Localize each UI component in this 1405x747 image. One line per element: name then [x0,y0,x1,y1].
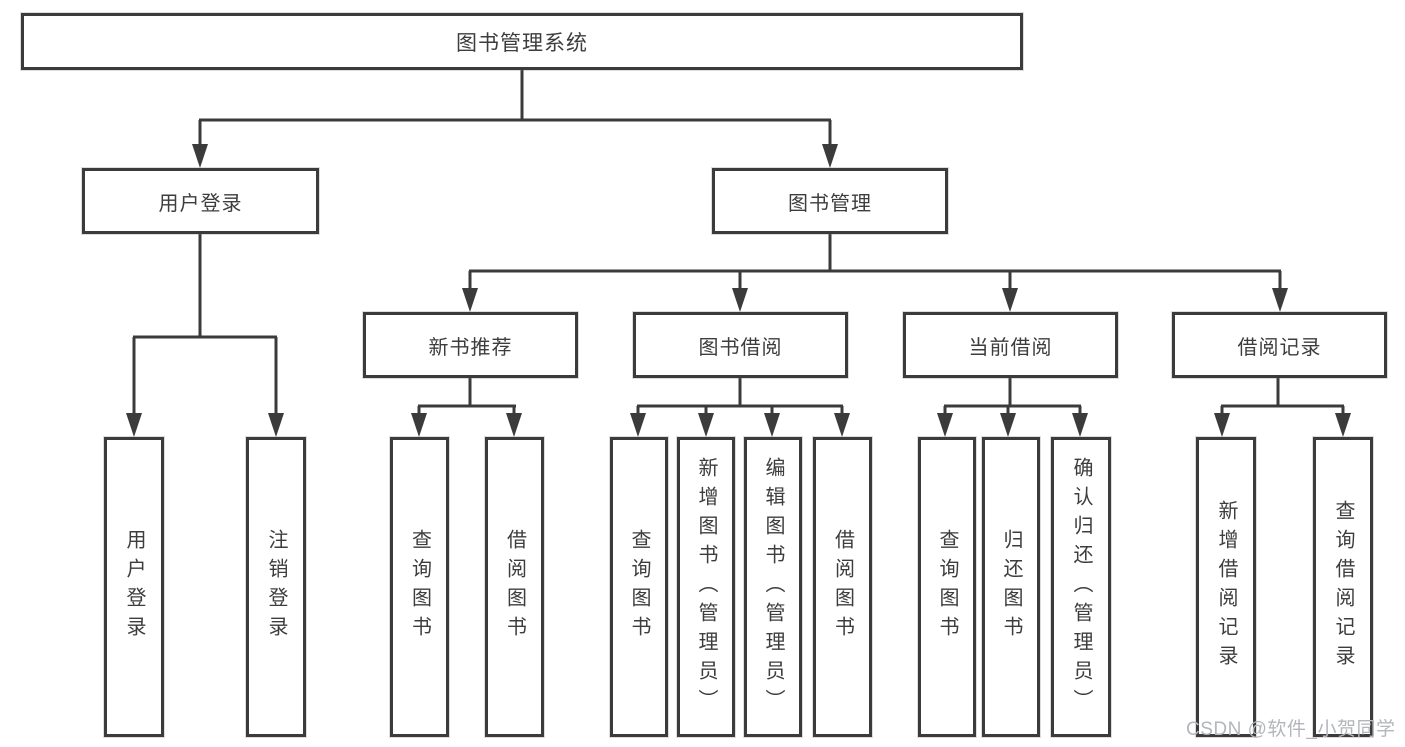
node-user-login-label: 用户登录 [158,192,243,215]
leaf-current-confirm-return-admin: 确认归还（管理员） [1051,437,1111,737]
leaf-records-query-record: 查询借阅记录 [1313,437,1373,737]
leaf-current-query-books: 查询图书 [918,437,976,737]
leaf-current-confirm-return-admin-label: 确认归还（管理员） [1070,456,1092,718]
node-new-book-recommend-label: 新书推荐 [428,336,513,359]
leaf-newrec-query-books: 查询图书 [390,437,449,737]
leaf-borrow-edit-books-admin-label: 编辑图书（管理员） [762,456,784,718]
leaf-user-login: 用户登录 [104,437,164,737]
leaf-newrec-borrow-books-label: 借阅图书 [503,529,526,645]
leaf-records-add-record-label: 新增借阅记录 [1215,500,1237,674]
node-book-management: 图书管理 [712,168,948,234]
leaf-borrow-add-books-admin: 新增图书（管理员） [677,437,735,737]
leaf-records-add-record: 新增借阅记录 [1196,437,1256,737]
leaf-current-return-books-label: 归还图书 [1000,529,1022,645]
leaf-current-query-books-label: 查询图书 [936,529,958,645]
leaf-user-login-label: 用户登录 [123,529,145,645]
leaf-logout-login: 注销登录 [246,437,306,737]
leaf-newrec-query-books-label: 查询图书 [408,529,431,645]
leaf-borrow-query-books-label: 查询图书 [628,529,650,645]
node-new-book-recommend: 新书推荐 [363,312,578,378]
node-user-login: 用户登录 [82,168,319,234]
leaf-borrow-edit-books-admin: 编辑图书（管理员） [744,437,802,737]
node-root: 图书管理系统 [21,13,1023,70]
leaf-borrow-borrow-books-label: 借阅图书 [831,529,854,645]
leaf-records-query-record-label: 查询借阅记录 [1332,500,1354,674]
node-book-management-label: 图书管理 [788,192,872,215]
leaf-current-return-books: 归还图书 [982,437,1040,737]
leaf-borrow-borrow-books: 借阅图书 [813,437,872,737]
leaf-logout-login-label: 注销登录 [265,529,287,645]
node-root-label: 图书管理系统 [456,31,588,55]
node-borrowing-records: 借阅记录 [1172,312,1387,378]
node-book-borrowing: 图书借阅 [633,312,848,378]
node-current-borrowing: 当前借阅 [903,312,1118,378]
node-borrowing-records-label: 借阅记录 [1237,336,1322,359]
leaf-borrow-query-books: 查询图书 [610,437,668,737]
leaf-borrow-add-books-admin-label: 新增图书（管理员） [695,456,717,718]
leaf-newrec-borrow-books: 借阅图书 [485,437,544,737]
node-book-borrowing-label: 图书借阅 [698,336,783,359]
node-current-borrowing-label: 当前借阅 [968,336,1053,359]
